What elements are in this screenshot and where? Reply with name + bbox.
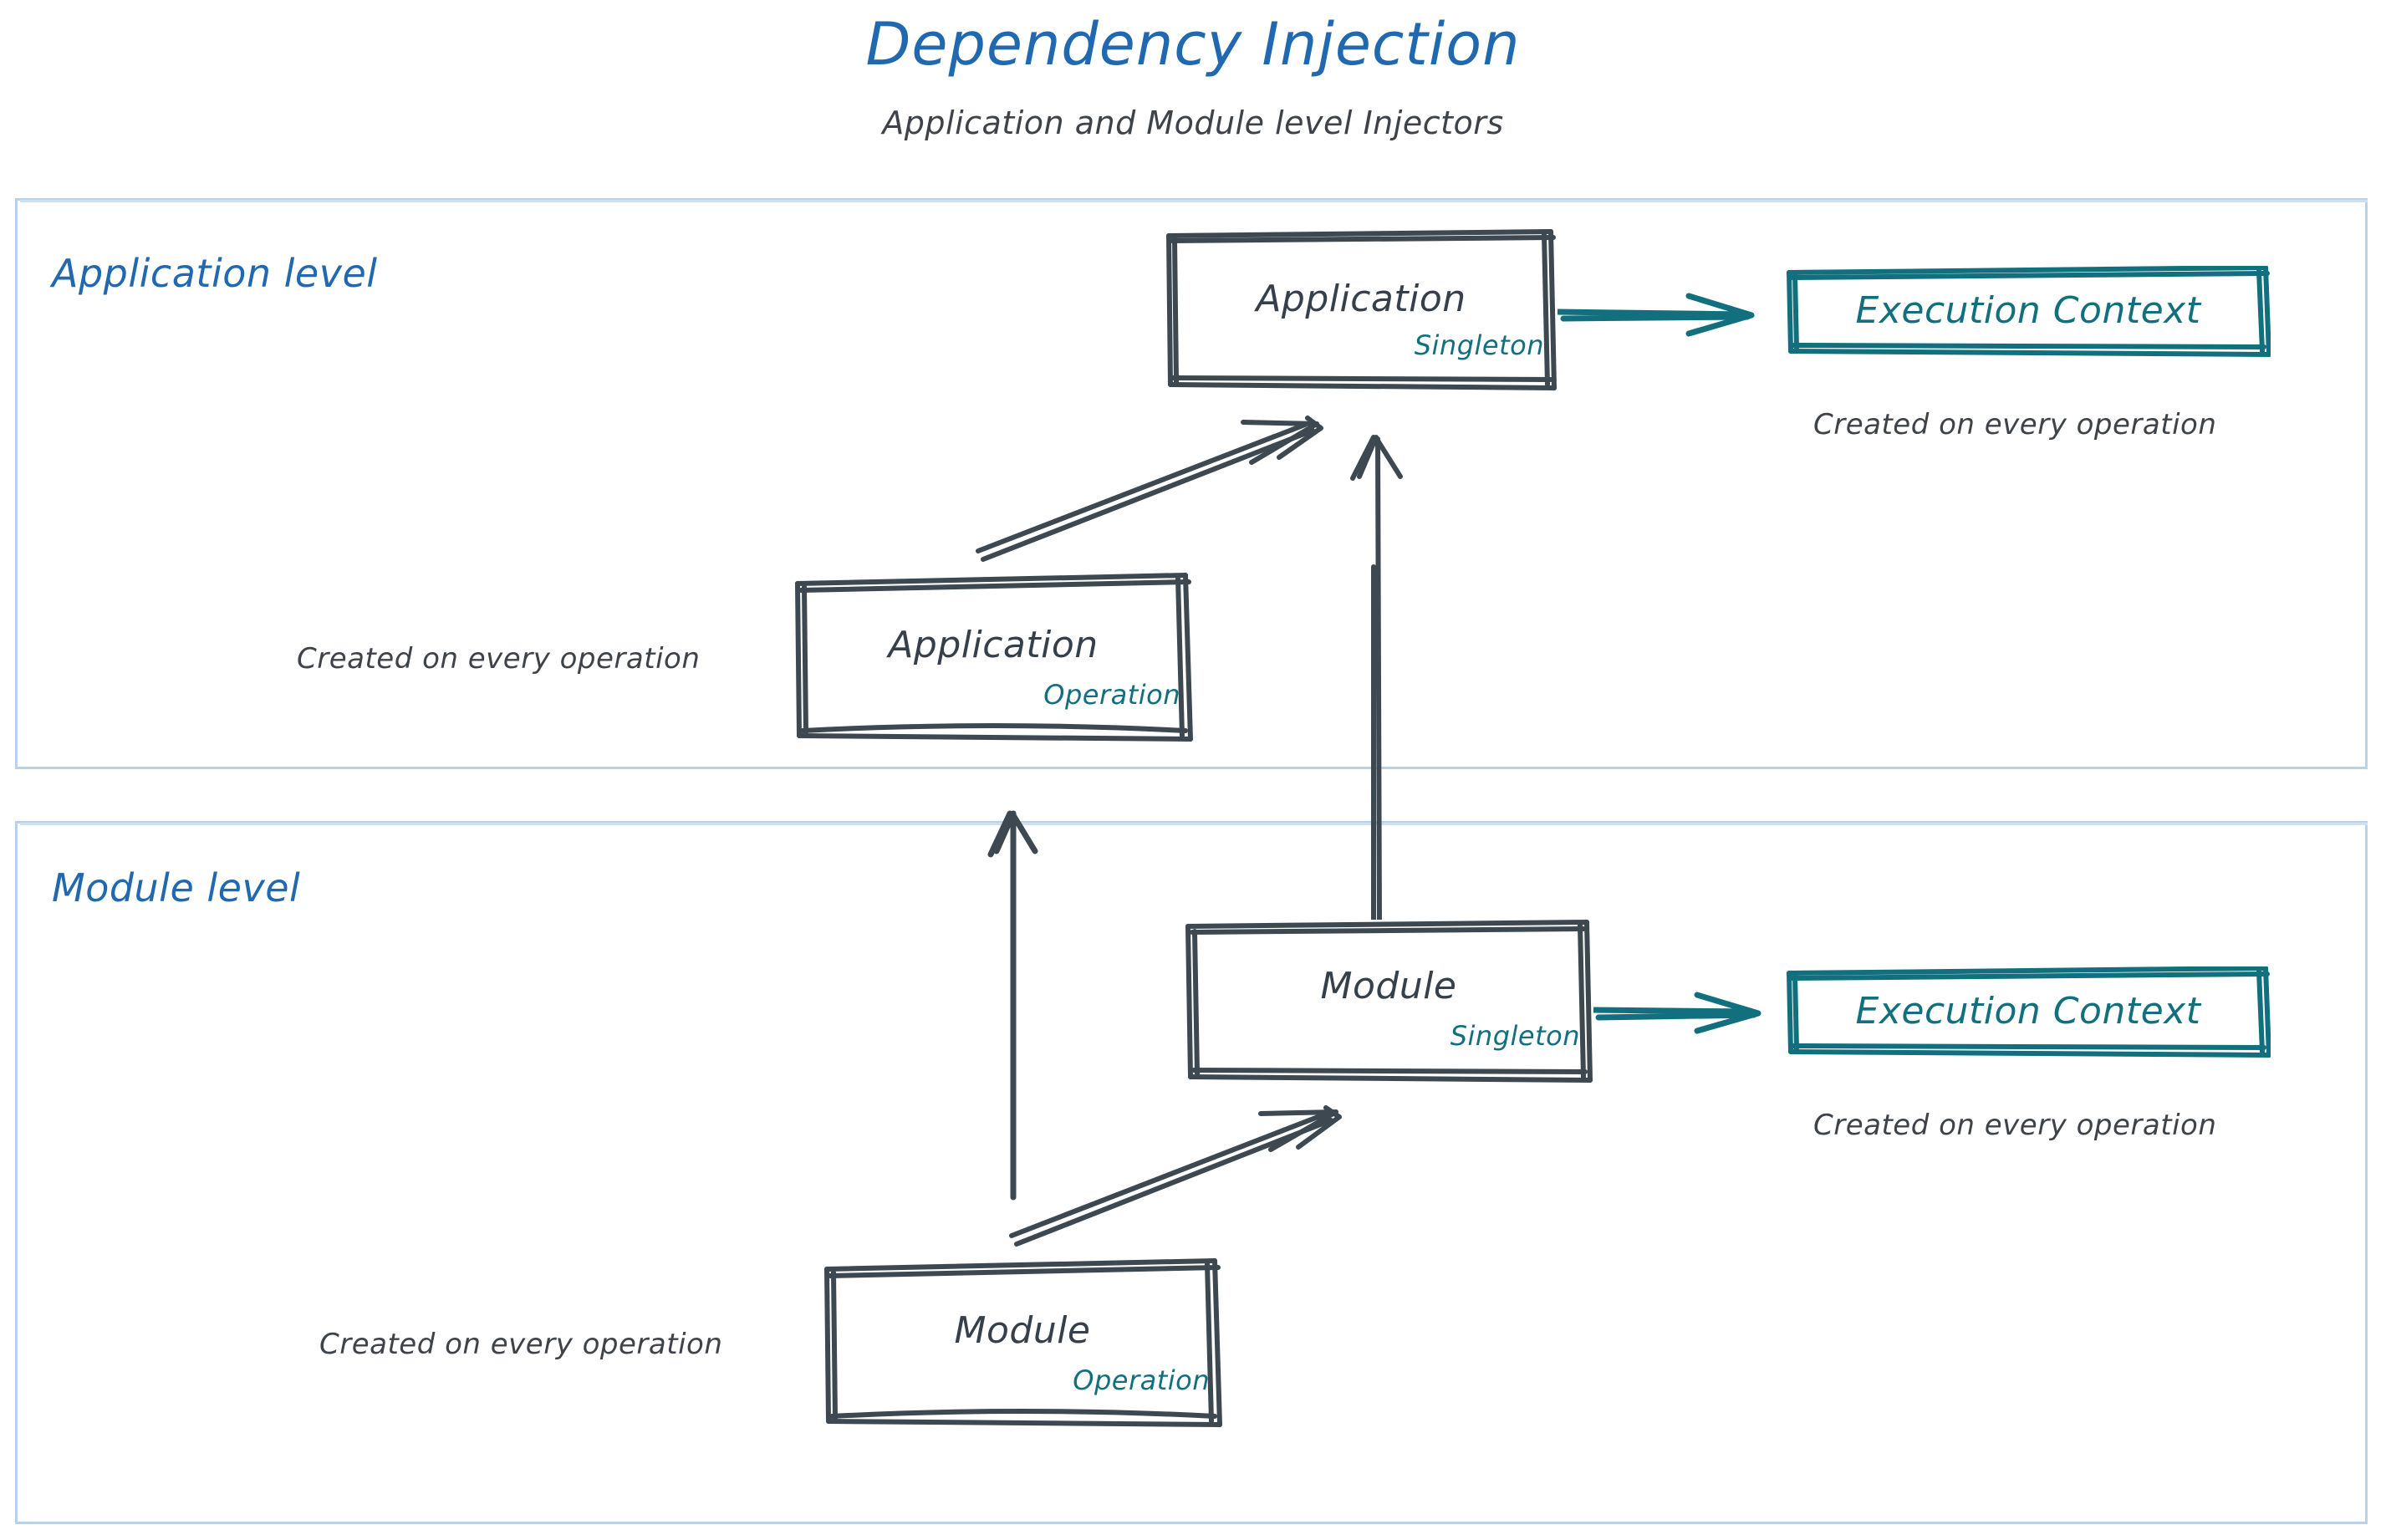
caption-application-operation: Created on every operation (297, 642, 701, 676)
node-label: Application (1256, 278, 1466, 320)
caption-execution-context-application: Created on every operation (1813, 408, 2217, 441)
node-label: Execution Context (1855, 289, 2201, 332)
node-application-operation[interactable]: Application Operation (793, 572, 1194, 746)
page-subtitle: Application and Module level Injectors (882, 105, 1504, 141)
node-label: Application (888, 624, 1099, 666)
node-execution-context-module[interactable]: Execution Context (1786, 966, 2271, 1060)
node-scope-label: Singleton (1450, 1020, 1580, 1052)
node-label: Execution Context (1855, 990, 2201, 1033)
page-title: Dependency Injection (865, 10, 1521, 79)
application-level-label: Application level (52, 251, 378, 296)
caption-module-operation: Created on every operation (319, 1328, 723, 1361)
node-label: Module (954, 1309, 1091, 1352)
node-execution-context-application[interactable]: Execution Context (1786, 266, 2271, 360)
node-application-singleton[interactable]: Application Singleton (1165, 229, 1558, 391)
node-scope-label: Operation (1043, 679, 1180, 711)
node-label: Module (1320, 965, 1457, 1007)
node-module-singleton[interactable]: Module Singleton (1184, 920, 1593, 1084)
caption-execution-context-module: Created on every operation (1813, 1109, 2217, 1142)
node-module-operation[interactable]: Module Operation (822, 1257, 1223, 1431)
node-scope-label: Singleton (1414, 329, 1544, 361)
module-level-label: Module level (52, 865, 301, 910)
application-level-container (15, 198, 2368, 769)
module-level-container (15, 821, 2368, 1524)
node-scope-label: Operation (1073, 1364, 1210, 1396)
